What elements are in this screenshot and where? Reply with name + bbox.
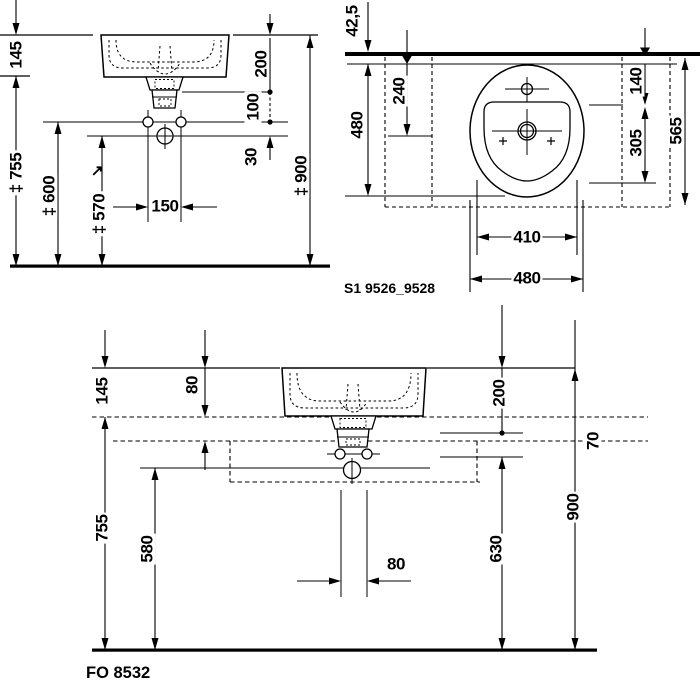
product-code-plan: S1 9526_9528 [344, 280, 436, 296]
dim-label-80-pipe-front: 80 [384, 554, 408, 574]
dim-label-30-side: 30 [241, 145, 261, 169]
drain-body-detail [345, 438, 361, 446]
front-view-linework [92, 305, 648, 652]
dimension-arrows [12, 23, 314, 266]
drain-hole [517, 121, 537, 141]
dim-label-755-side: ‡ 755 [6, 150, 26, 196]
fixing-hole [175, 116, 187, 128]
dim-label-600-side: ‡ 600 [39, 173, 59, 219]
dim-label-145-front: 145 [92, 375, 112, 407]
leader-arrow-icon: ↗ [90, 162, 104, 180]
fixing-hole [334, 448, 346, 460]
side-tap-marks [499, 137, 555, 145]
drain-flange [330, 415, 377, 430]
counter-dashed-outline [384, 57, 671, 208]
side-view-linework [0, 0, 330, 268]
dim-label-900-side: ‡ 900 [291, 153, 311, 199]
floor-line [10, 264, 330, 268]
basin-front-outline [281, 367, 427, 417]
dimension-arrows [101, 356, 579, 650]
plan-view-linework [345, 2, 700, 292]
dim-label-145-side: 145 [6, 39, 26, 71]
basin-side-outline [100, 34, 230, 78]
dim-label-42-5-plan: 42,5 [342, 3, 362, 39]
drain-flange-detail [154, 79, 175, 89]
drain-body-detail [158, 98, 172, 107]
datum-triangle [640, 47, 650, 56]
dim-label-305-plan: 305 [626, 127, 646, 159]
dim-label-100-side: 100 [243, 91, 263, 123]
dim-label-565-plan: 565 [666, 115, 686, 147]
dim-label-70-front: 70 [583, 429, 603, 453]
dim-label-480-bottom-plan: 480 [511, 268, 543, 288]
dim-label-150-side: 150 [149, 196, 181, 216]
datum-triangle [402, 55, 412, 64]
fixing-hole [142, 116, 154, 128]
tap-hole [520, 82, 534, 96]
dim-label-630-front: 630 [486, 533, 506, 565]
basin-inner-dashed [108, 39, 222, 75]
dim-label-80-top-front: 80 [182, 373, 202, 397]
floor-line [92, 648, 597, 652]
dim-label-200-side: 200 [251, 48, 271, 80]
fixing-hole [361, 448, 373, 460]
dimension-arrows [364, 40, 689, 283]
dim-label-570-side: ‡ 570 [89, 191, 109, 237]
dim-label-240-plan: 240 [389, 75, 409, 107]
drain-body [336, 428, 370, 448]
wall-line [345, 52, 700, 56]
product-code-front: FO 8532 [86, 664, 151, 682]
dim-label-140-plan: 140 [626, 65, 646, 97]
dim-label-200-front: 200 [489, 377, 509, 409]
drain-flange-detail [339, 418, 367, 428]
dim-label-410-plan: 410 [511, 227, 543, 247]
dim-label-900-front: 900 [563, 491, 583, 523]
dim-label-755-front: 755 [92, 512, 112, 544]
basin-inner-dashed [289, 372, 419, 413]
drain-hole-inner [519, 123, 535, 139]
dim-label-480-left-plan: 480 [347, 109, 367, 141]
dim-label-580-front: 580 [137, 533, 157, 565]
